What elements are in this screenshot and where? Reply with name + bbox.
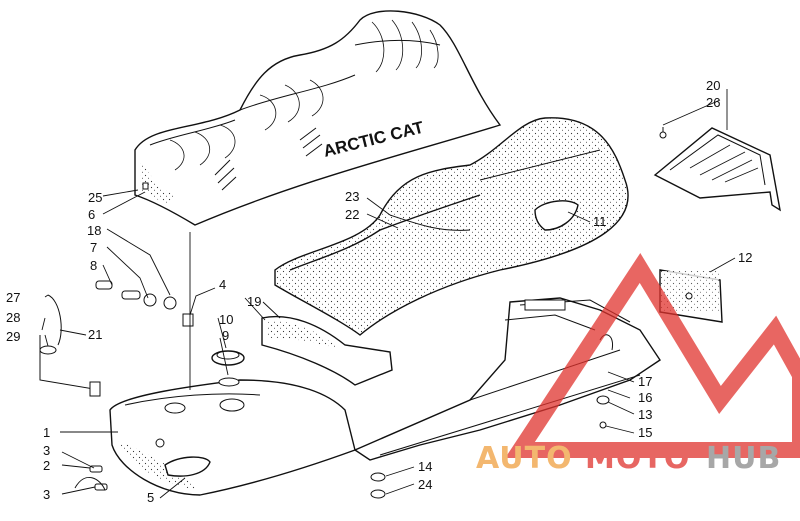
rear-bracket [653, 127, 781, 212]
leader-lines [41, 89, 736, 499]
callout-3a: 3 [43, 443, 50, 458]
fuel-tank [109, 379, 356, 496]
callout-3b: 3 [43, 487, 50, 502]
callout-17: 17 [638, 374, 652, 389]
callout-28: 28 [6, 310, 20, 325]
watermark-hub: HUB [706, 441, 781, 476]
callout-24: 24 [418, 477, 432, 492]
callout-1: 1 [43, 425, 50, 440]
callout-10: 10 [219, 312, 233, 327]
callout-6: 6 [88, 207, 95, 222]
callout-2: 2 [43, 458, 50, 473]
side-shield [261, 315, 393, 386]
callout-15: 15 [638, 425, 652, 440]
seat-foam [274, 117, 629, 336]
callout-7: 7 [90, 240, 97, 255]
callout-23: 23 [345, 189, 359, 204]
callout-9: 9 [222, 328, 229, 343]
callout-20: 20 [706, 78, 720, 93]
callout-22: 22 [345, 207, 359, 222]
callout-29: 29 [6, 329, 20, 344]
watermark: AUTO MOTO HUB [476, 253, 800, 476]
callout-26: 26 [706, 95, 720, 110]
small-parts [39, 280, 610, 499]
callout-12: 12 [738, 250, 752, 265]
callout-16: 16 [638, 390, 652, 405]
callout-13: 13 [638, 407, 652, 422]
seat-base-frame [353, 297, 661, 461]
watermark-auto: AUTO [476, 441, 573, 476]
callout-19: 19 [247, 294, 261, 309]
callout-21: 21 [88, 327, 102, 342]
callout-14: 14 [418, 459, 432, 474]
callout-labels: 25 6 20 26 23 22 11 12 18 7 8 4 19 10 9 … [6, 78, 752, 505]
callout-25: 25 [88, 190, 102, 205]
callout-5: 5 [147, 490, 154, 505]
callout-18: 18 [87, 223, 101, 238]
watermark-moto: MOTO [585, 441, 690, 476]
callout-8: 8 [90, 258, 97, 273]
callout-27: 27 [6, 290, 20, 305]
callout-11: 11 [593, 214, 607, 229]
callout-4: 4 [219, 277, 226, 292]
